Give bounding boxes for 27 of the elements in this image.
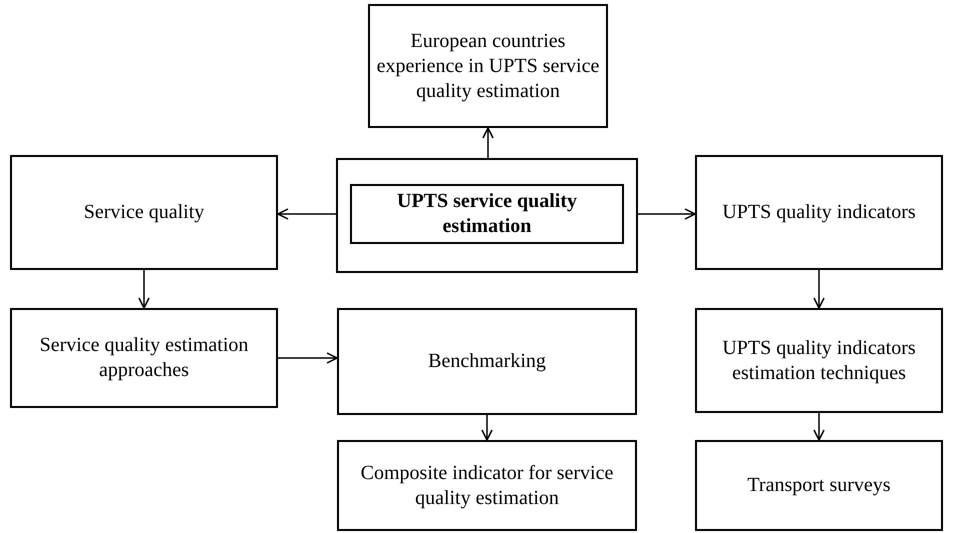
- arrow: [481, 415, 493, 441]
- box-label: European countries experience in UPTS service quality estimation: [376, 28, 600, 104]
- process-box: [695, 440, 943, 531]
- box-label: UPTS quality indicators: [721, 200, 917, 225]
- frame-box: [336, 158, 638, 273]
- arrow: [813, 270, 825, 309]
- process-box: [337, 308, 637, 415]
- arrow: [813, 413, 825, 441]
- process-box: [337, 440, 637, 531]
- box-label: UPTS service quality estimation: [396, 189, 578, 239]
- process-box: [10, 155, 278, 270]
- arrow: [482, 127, 494, 158]
- box-label: Composite indicator for service quality estimation: [360, 460, 614, 510]
- process-box: [368, 4, 608, 128]
- box-label: UPTS quality indicators estimation techniques: [721, 336, 917, 386]
- process-box: [695, 308, 943, 413]
- box-label: Service quality estimation approaches: [38, 333, 250, 383]
- box-label: Benchmarking: [427, 349, 547, 374]
- arrow: [138, 270, 150, 309]
- arrow: [278, 352, 338, 364]
- box-label: Transport surveys: [746, 473, 892, 498]
- arrow: [638, 208, 696, 220]
- arrow: [277, 208, 336, 220]
- title-box: [350, 184, 624, 244]
- box-label: Service quality: [82, 200, 206, 225]
- process-box: [695, 155, 943, 270]
- process-box: [10, 308, 278, 408]
